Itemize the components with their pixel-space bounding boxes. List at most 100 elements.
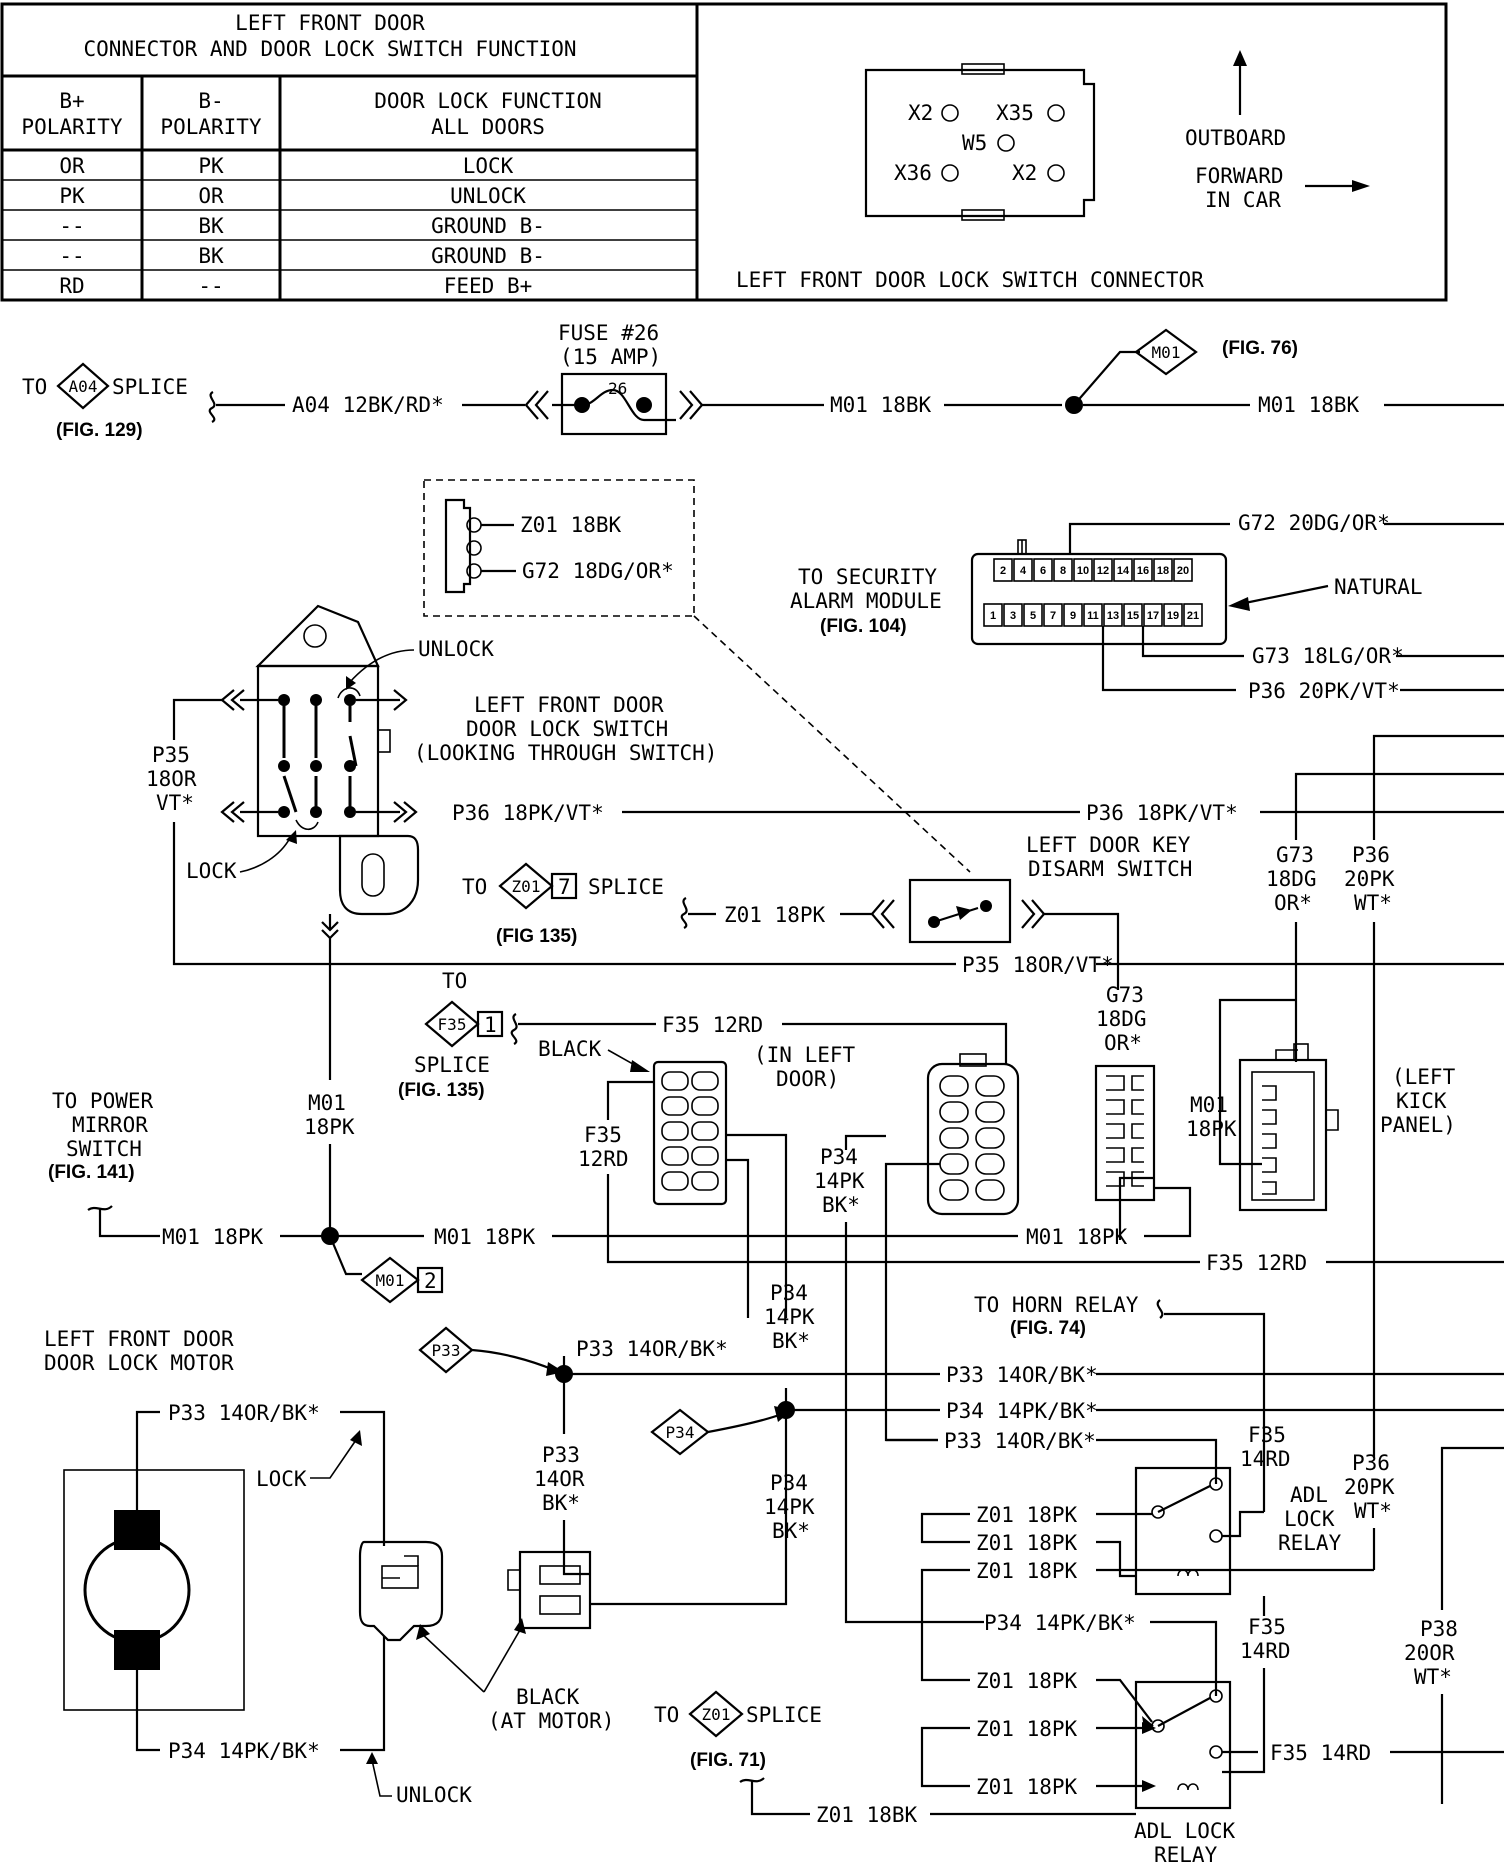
- pin-label: X2: [908, 101, 933, 125]
- table-header: POLARITY: [160, 115, 262, 139]
- table-header: B-: [198, 89, 223, 113]
- switch-title: (LOOKING THROUGH SWITCH): [414, 741, 717, 765]
- svg-text:1: 1: [990, 610, 996, 622]
- splice-tag-label: F35: [438, 1015, 467, 1034]
- wire-label: 20PK: [1344, 867, 1395, 891]
- wire-label: BK*: [772, 1329, 810, 1353]
- black-label: (AT MOTOR): [488, 1709, 614, 1733]
- splice-tag-label: M01: [1152, 343, 1181, 362]
- security-alarm-connector: G72 20DG/OR* 2 4 6 8 10 12 14 16 18 20 1…: [790, 511, 1504, 703]
- adl-label: RELAY: [1154, 1843, 1218, 1864]
- wire-label: Z01 18PK: [976, 1717, 1078, 1741]
- wire-label: F35 12RD: [1206, 1251, 1307, 1275]
- wire-label: M01: [308, 1091, 346, 1115]
- table-cell: PK: [198, 154, 224, 178]
- key-disarm-switch: TO Z01 7 SPLICE (FIG 135) Z01 18PK LEFT …: [462, 734, 1504, 1452]
- svg-text:2: 2: [1000, 565, 1006, 577]
- wire-label: Z01 18BK: [816, 1803, 918, 1827]
- wire-label: OR*: [1104, 1031, 1142, 1055]
- wire-label: P34 14PK/BK*: [984, 1611, 1136, 1635]
- wire-label: OR*: [1274, 891, 1312, 915]
- wire-label: G72 18DG/OR*: [522, 559, 674, 583]
- wire-label: P36: [1352, 843, 1390, 867]
- kick-panel-label: KICK: [1396, 1089, 1447, 1113]
- outboard-label: OUTBOARD: [1185, 126, 1286, 150]
- switch-connector-callout: [423, 479, 695, 617]
- fuse-feed-row: TO A04 SPLICE (FIG. 129) A04 12BK/RD* FU…: [22, 321, 1504, 441]
- wire-label: P36 20PK/VT*: [1248, 679, 1400, 703]
- wire-label: G73 18LG/OR*: [1252, 644, 1404, 668]
- table-header: POLARITY: [21, 115, 123, 139]
- power-mirror-branch: M01 18PK TO POWER MIRROR SWITCH (FIG. 14…: [48, 938, 1192, 1304]
- table-cell: BK: [198, 244, 224, 268]
- wire-label: M01 18BK: [830, 393, 932, 417]
- adl-label: ADL LOCK: [1134, 1819, 1236, 1843]
- motor-connector: [358, 1540, 444, 1642]
- table-title-1: LEFT FRONT DOOR: [235, 11, 425, 35]
- table-cell: UNLOCK: [450, 184, 526, 208]
- table-cell: PK: [59, 184, 85, 208]
- svg-text:14: 14: [1117, 565, 1130, 577]
- forward-label: FORWARD: [1195, 164, 1284, 188]
- mirror-label: MIRROR: [72, 1113, 148, 1137]
- table-cell: FEED B+: [444, 274, 533, 298]
- wire-label: G73: [1106, 983, 1144, 1007]
- unlock-label: UNLOCK: [418, 637, 494, 661]
- wire-label: P33: [542, 1443, 580, 1467]
- svg-text:12: 12: [1097, 565, 1109, 577]
- svg-text:7: 7: [1050, 610, 1056, 622]
- wire-label: Z01 18PK: [976, 1531, 1078, 1555]
- pin-label: X35: [996, 101, 1034, 125]
- wire-label: P36 18PK/VT*: [1086, 801, 1238, 825]
- table-header: DOOR LOCK FUNCTION: [374, 89, 602, 113]
- motor-connector-2: [518, 1550, 592, 1630]
- splice-tag-label: M01: [376, 1271, 405, 1290]
- fig-ref: (FIG. 104): [820, 616, 907, 637]
- alarm-pins-bottom: 1 3 5 7 9 11 13 15 17 19 21: [983, 603, 1203, 627]
- wire-label: A04 12BK/RD*: [292, 393, 444, 417]
- splice-tag: [688, 1690, 744, 1738]
- splice-label: SPLICE: [112, 375, 188, 399]
- table-cell: OR: [59, 154, 85, 178]
- fig-ref: (FIG. 71): [690, 1750, 766, 1771]
- wire-label: M01 18PK: [434, 1225, 536, 1249]
- wire-label: P33 14OR/BK*: [946, 1363, 1098, 1387]
- wire-label: P38: [1420, 1617, 1458, 1641]
- splice-number: 2: [424, 1269, 437, 1293]
- lock-label: LOCK: [256, 1467, 307, 1491]
- black-label: BLACK: [538, 1037, 602, 1061]
- fig-ref: (FIG. 141): [48, 1162, 135, 1183]
- fuse-number: 26: [608, 379, 627, 398]
- svg-text:11: 11: [1087, 610, 1099, 622]
- table-header: B+: [59, 89, 84, 113]
- wire-label: F35 14RD: [1270, 1741, 1371, 1765]
- fuse-label: (15 AMP): [560, 345, 661, 369]
- adl-lock-relay-1: [1134, 1466, 1232, 1596]
- wire-label: F35: [1248, 1615, 1286, 1639]
- fig-ref: (FIG. 76): [1222, 338, 1298, 359]
- unlock-label: UNLOCK: [396, 1783, 472, 1807]
- svg-text:6: 6: [1040, 565, 1046, 577]
- svg-text:10: 10: [1077, 565, 1089, 577]
- svg-text:5: 5: [1030, 610, 1036, 622]
- svg-text:13: 13: [1107, 610, 1119, 622]
- splice-tag-label: P34: [666, 1423, 695, 1442]
- wire-label: 12RD: [578, 1147, 629, 1171]
- svg-text:21: 21: [1187, 610, 1199, 622]
- wire-label: P34: [770, 1281, 808, 1305]
- wire-label: P33 14OR/BK*: [576, 1337, 728, 1361]
- pin-label: W5: [962, 131, 987, 155]
- alarm-label: ALARM MODULE: [790, 589, 942, 613]
- wire-label: WT*: [1354, 1499, 1392, 1523]
- wire-label: Z01 18PK: [976, 1559, 1078, 1583]
- wire-label: G72 20DG/OR*: [1238, 511, 1390, 535]
- wire-label: G73: [1276, 843, 1314, 867]
- wire-label: Z01 18BK: [520, 513, 622, 537]
- motor-title: DOOR LOCK MOTOR: [44, 1351, 234, 1375]
- disarm-switch-body: [908, 878, 1012, 944]
- wire-label: WT*: [1414, 1665, 1452, 1689]
- wire-label: 18PK: [304, 1115, 355, 1139]
- to-label: TO: [462, 875, 487, 899]
- switch-title: DOOR LOCK SWITCH: [466, 717, 668, 741]
- to-label: TO: [22, 375, 47, 399]
